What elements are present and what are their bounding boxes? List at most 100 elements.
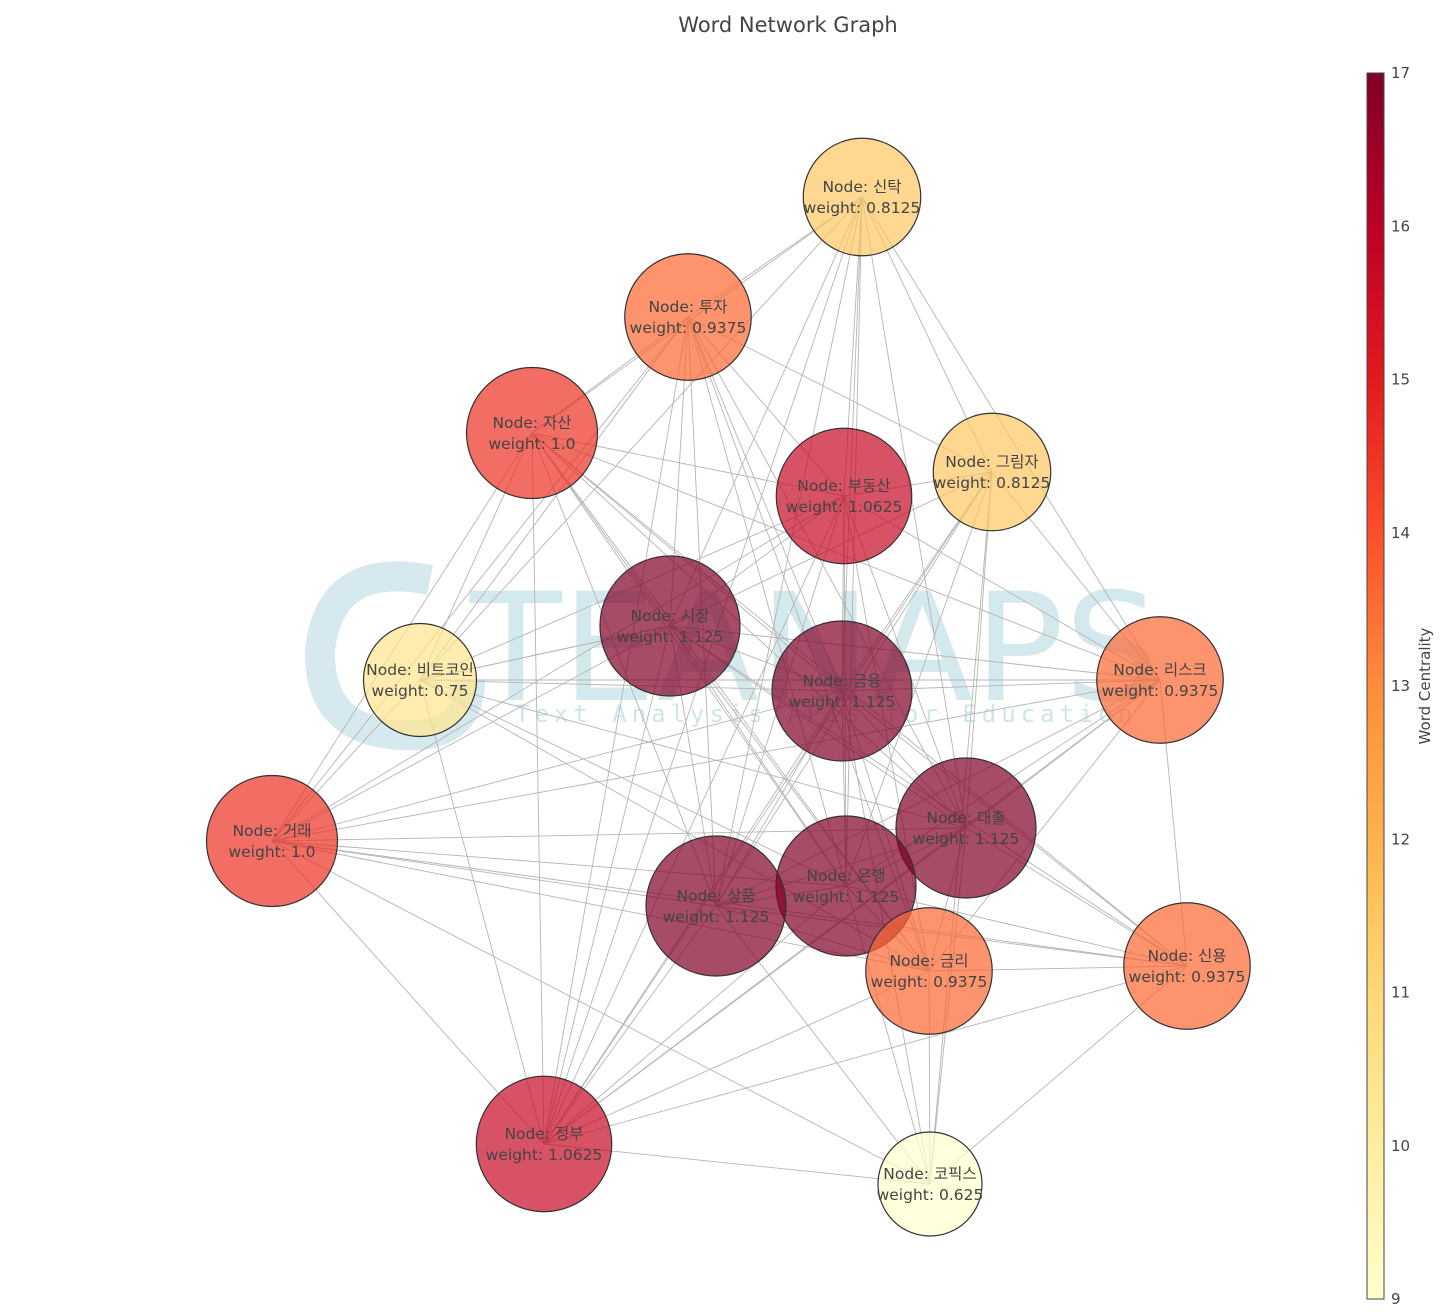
node-circle[interactable] — [775, 427, 913, 565]
node-자산[interactable]: Node: 자산 weight: 1.0 — [465, 366, 599, 500]
node-weight-label: weight: 0.8125 — [804, 199, 921, 217]
node-circle[interactable] — [205, 774, 339, 908]
node-label: Node: 자산 — [492, 414, 571, 432]
node-circle[interactable] — [624, 253, 752, 381]
edge-투자-은행 — [687, 316, 847, 887]
colorbar-tick-label: 13 — [1391, 677, 1410, 695]
node-weight-label: weight: 1.0625 — [786, 498, 903, 516]
node-weight-label: weight: 0.9375 — [1129, 968, 1246, 986]
node-circle[interactable] — [877, 1131, 983, 1237]
edge-리스크-거래 — [271, 679, 1161, 842]
edge-시장-리스크 — [669, 625, 1161, 681]
chart-title: Word Network Graph — [678, 13, 897, 37]
node-circle[interactable] — [599, 555, 741, 697]
colorbar-scale — [1366, 72, 1385, 1300]
node-label: Node: 신용 — [1147, 947, 1226, 965]
edge-신탁-시장 — [669, 196, 863, 627]
edge-비트코인-정부 — [419, 679, 545, 1145]
node-label: Node: 코픽스 — [883, 1165, 976, 1183]
colorbar-tick-label: 16 — [1391, 217, 1410, 235]
edge-투자-거래 — [271, 316, 689, 842]
node-금리[interactable]: Node: 금리 weight: 0.9375 — [865, 907, 993, 1035]
edge-투자-비트코인 — [419, 316, 689, 681]
edge-그림자-은행 — [845, 471, 993, 887]
node-weight-label: weight: 1.125 — [789, 693, 896, 711]
node-circle[interactable] — [771, 620, 913, 762]
node-시장[interactable]: Node: 시장 weight: 1.125 — [599, 555, 741, 697]
node-circle[interactable] — [362, 622, 478, 738]
node-weight-label: weight: 0.9375 — [630, 319, 747, 337]
node-부동산[interactable]: Node: 부동산 weight: 1.0625 — [775, 427, 913, 565]
node-정부[interactable]: Node: 정부 weight: 1.0625 — [475, 1075, 613, 1213]
edge-부동산-거래 — [271, 495, 845, 842]
node-은행[interactable]: Node: 은행 weight: 1.125 — [775, 815, 917, 957]
edge-거래-코픽스 — [271, 840, 931, 1185]
node-label: Node: 상품 — [676, 887, 755, 905]
edge-투자-정부 — [543, 316, 689, 1145]
node-weight-label: weight: 1.125 — [617, 628, 724, 646]
colorbar-tick-label: 14 — [1391, 524, 1410, 542]
edge-신탁-비트코인 — [419, 196, 863, 681]
edge-투자-대출 — [687, 316, 967, 829]
node-신용[interactable]: Node: 신용 weight: 0.9375 — [1123, 902, 1251, 1030]
node-circle[interactable] — [465, 366, 599, 500]
node-상품[interactable]: Node: 상품 weight: 1.125 — [645, 835, 787, 977]
edge-신용-정부 — [543, 965, 1188, 1145]
node-label: Node: 시장 — [630, 607, 709, 625]
node-weight-label: weight: 1.0 — [488, 435, 575, 453]
node-label: Node: 대출 — [926, 809, 1005, 827]
colorbar-title: Word Centrality — [1416, 627, 1434, 744]
edge-금융-거래 — [271, 690, 843, 842]
node-label: Node: 은행 — [806, 867, 885, 885]
node-circle[interactable] — [1096, 616, 1224, 744]
node-circle[interactable] — [1123, 902, 1251, 1030]
node-weight-label: weight: 1.0 — [228, 843, 315, 861]
node-label: Node: 정부 — [504, 1125, 583, 1143]
node-circle[interactable] — [645, 835, 787, 977]
node-대출[interactable]: Node: 대출 weight: 1.125 — [895, 757, 1037, 899]
edge-비트코인-은행 — [419, 679, 847, 887]
node-label: Node: 부동산 — [797, 477, 890, 495]
edge-시장-거래 — [271, 625, 671, 842]
edge-시장-정부 — [543, 625, 671, 1145]
colorbar-tick-label: 15 — [1391, 371, 1410, 389]
node-weight-label: weight: 0.9375 — [1102, 682, 1219, 700]
edge-거래-상품 — [271, 840, 717, 907]
colorbar-tick-label: 12 — [1391, 830, 1410, 848]
node-코픽스[interactable]: Node: 코픽스 weight: 0.625 — [877, 1131, 984, 1237]
edge-자산-대출 — [531, 432, 967, 829]
node-투자[interactable]: Node: 투자 weight: 0.9375 — [624, 253, 752, 381]
node-weight-label: weight: 0.75 — [372, 682, 469, 700]
node-label: Node: 투자 — [648, 298, 727, 316]
node-circle[interactable] — [475, 1075, 613, 1213]
edge-신탁-대출 — [861, 196, 967, 829]
node-circle[interactable] — [802, 137, 922, 257]
edge-금리-정부 — [543, 970, 930, 1145]
node-weight-label: weight: 1.125 — [913, 830, 1020, 848]
node-weight-label: weight: 1.0625 — [486, 1146, 603, 1164]
node-weight-label: weight: 1.125 — [663, 908, 770, 926]
node-circle[interactable] — [932, 412, 1052, 532]
colorbar-tick-label: 9 — [1391, 1290, 1401, 1308]
edge-그림자-정부 — [543, 471, 993, 1145]
node-weight-label: weight: 1.125 — [793, 888, 900, 906]
node-label: Node: 금리 — [889, 952, 968, 970]
edge-비트코인-대출 — [419, 679, 967, 829]
edge-자산-정부 — [531, 432, 545, 1145]
colorbar-tick-label: 11 — [1391, 984, 1410, 1002]
node-weight-label: weight: 0.625 — [877, 1186, 984, 1204]
node-label: Node: 그림자 — [945, 453, 1038, 471]
node-weight-label: weight: 0.9375 — [871, 973, 988, 991]
node-circle[interactable] — [895, 757, 1037, 899]
node-circle[interactable] — [865, 907, 993, 1035]
